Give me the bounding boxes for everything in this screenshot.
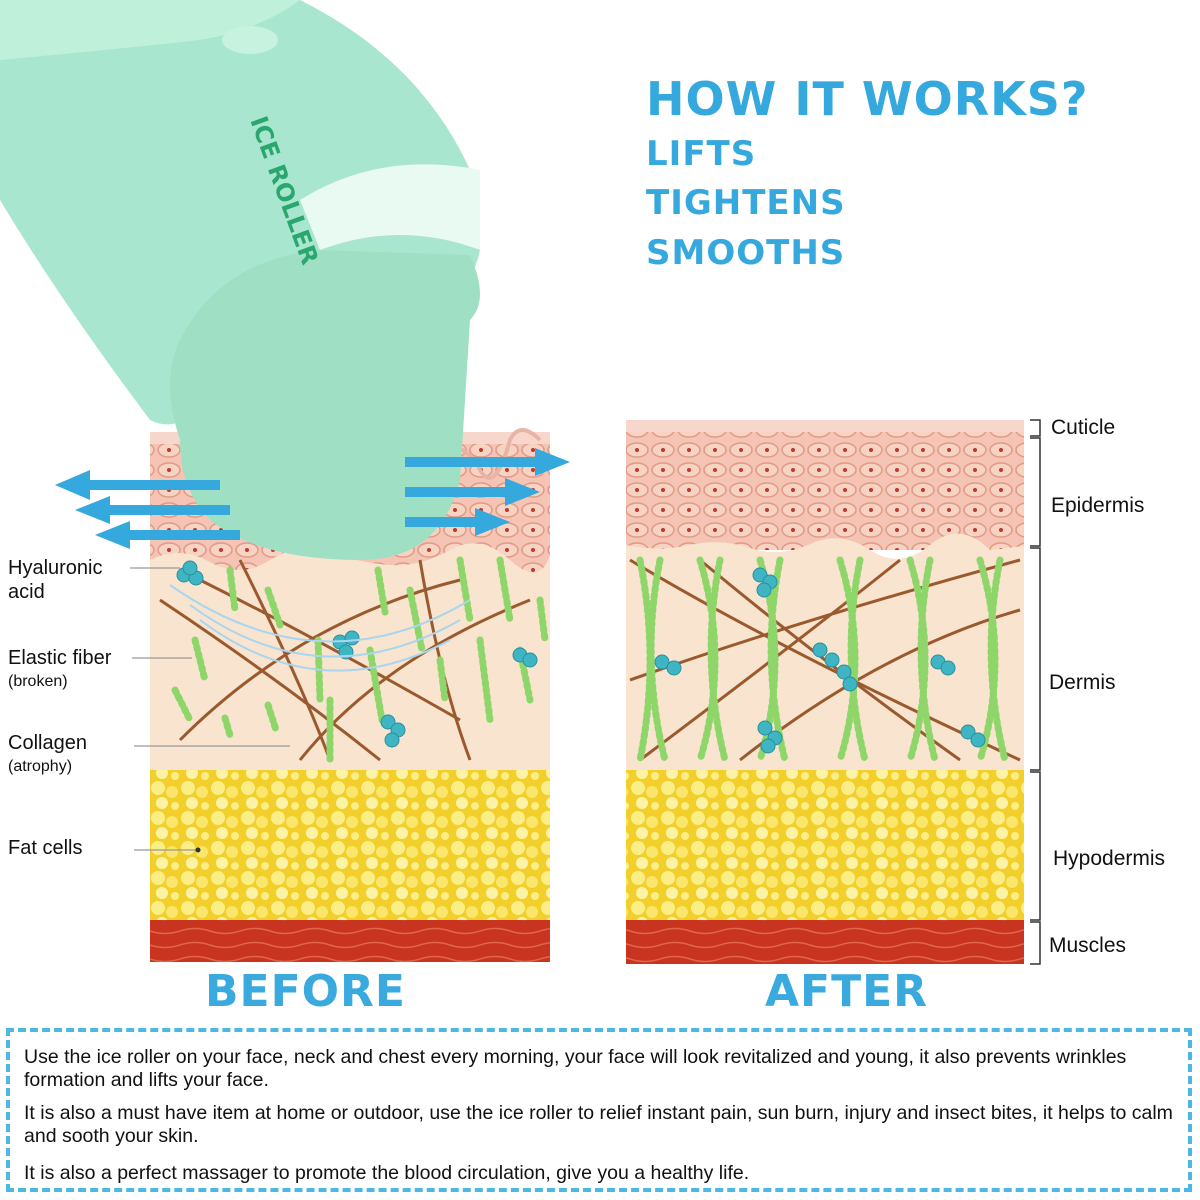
motion-arrows — [55, 448, 570, 549]
layer-brackets — [1030, 419, 1041, 965]
label-dermis: Dermis — [1049, 671, 1116, 694]
benefit-smooths: SMOOTHS — [646, 233, 846, 273]
description-paragraph-1: Use the ice roller on your face, neck an… — [24, 1046, 1127, 1091]
benefit-tightens: TIGHTENS — [646, 183, 846, 223]
after-hyaluronic — [654, 567, 986, 754]
description-box: Use the ice roller on your face, neck an… — [6, 1028, 1192, 1192]
label-epidermis: Epidermis — [1051, 494, 1145, 517]
label-hyaluronic-acid: Hyaluronic acid — [8, 557, 103, 603]
after-skin-block — [626, 420, 1024, 964]
description-paragraph-2: It is also a must have item at home or o… — [24, 1102, 1173, 1147]
after-muscle — [626, 920, 1024, 964]
left-pointer-lines — [130, 567, 290, 851]
label-hypodermis: Hypodermis — [1053, 847, 1166, 870]
before-elastic-fibers — [171, 556, 549, 764]
before-fat — [150, 770, 550, 920]
fat-pointer-dot — [195, 847, 201, 853]
after-fat — [626, 770, 1024, 920]
description-paragraph-3: It is also a perfect massager to promote… — [24, 1162, 750, 1184]
after-cuticle — [626, 420, 1024, 432]
after-epidermis — [626, 420, 1024, 550]
label-elastic-fiber: Elastic fiber (broken) — [8, 647, 112, 690]
roller-head — [170, 250, 480, 560]
ice-roller-illustration — [0, 0, 480, 560]
before-muscle — [150, 920, 550, 962]
page-title: HOW IT WORKS? — [646, 72, 1089, 126]
caption-before: BEFORE — [205, 966, 406, 1017]
label-muscles: Muscles — [1049, 934, 1127, 957]
caption-after: AFTER — [765, 966, 929, 1017]
label-collagen: Collagen (atrophy) — [8, 732, 87, 775]
before-hyaluronic — [176, 560, 538, 748]
before-cooling-waves — [169, 584, 471, 672]
benefit-lifts: LIFTS — [646, 134, 757, 174]
label-fat-cells: Fat cells — [8, 837, 83, 859]
label-cuticle: Cuticle — [1051, 416, 1116, 439]
